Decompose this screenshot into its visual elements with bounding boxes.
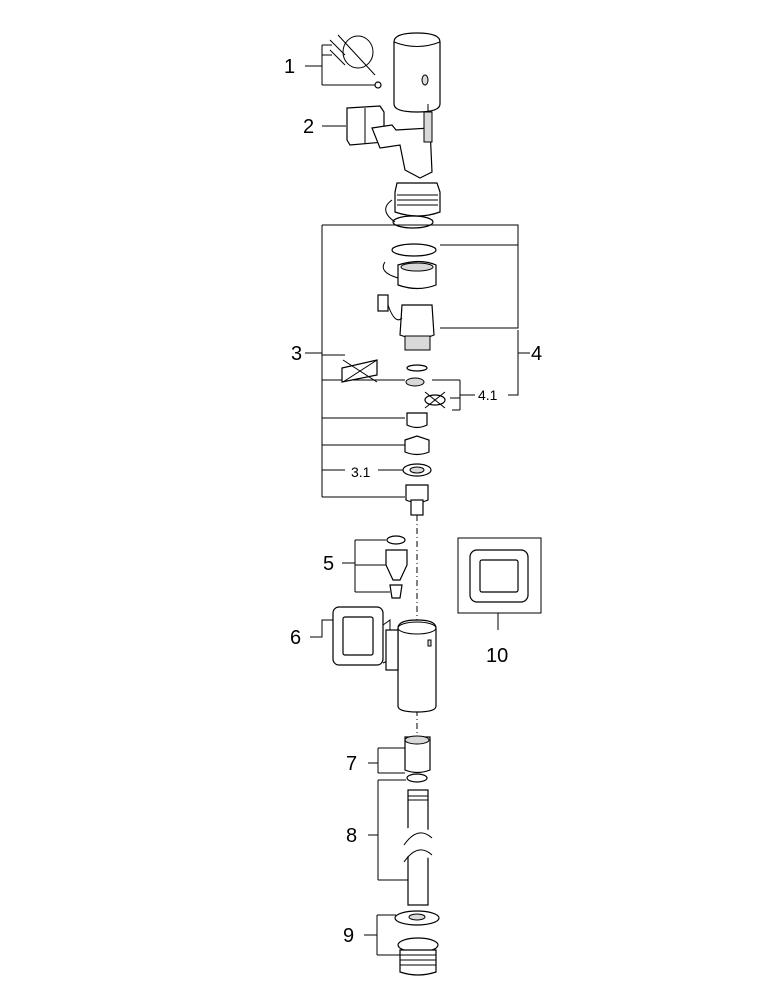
label-6: 6: [290, 627, 301, 649]
part-1-cover-cap: [329, 32, 441, 113]
label-4-1: 4.1: [478, 387, 498, 403]
part-8-pipe: [403, 773, 433, 906]
label-4: 4: [531, 343, 542, 365]
part-5-leader: [342, 539, 390, 593]
label-5: 5: [323, 553, 334, 575]
threaded-nut: [385, 182, 441, 229]
part-1-leader: [305, 44, 375, 86]
label-7: 7: [346, 753, 357, 775]
part-5-cartridge: [385, 535, 408, 599]
part-3-leader: [305, 224, 417, 498]
label-10: 10: [486, 645, 508, 667]
label-3: 3: [291, 343, 302, 365]
part-4-1-leader: [432, 379, 475, 411]
part-10-rosette-box: [457, 537, 542, 630]
part-6-rosette: [332, 606, 391, 666]
label-8: 8: [346, 825, 357, 847]
part-7-adapter: [404, 735, 431, 774]
part-4-leader: [417, 224, 530, 396]
part-2-battery-holder: [346, 104, 433, 179]
label-1: 1: [284, 56, 295, 78]
housing-body: [385, 619, 437, 713]
part-9-leader: [364, 914, 400, 956]
part-9-connector: [394, 910, 440, 976]
part-7-leader: [368, 747, 405, 774]
valve-components: [341, 243, 446, 516]
label-9: 9: [343, 925, 354, 947]
part-8-leader: [368, 779, 408, 881]
label-2: 2: [303, 116, 314, 138]
part-6-leader: [310, 619, 333, 638]
label-3-1: 3.1: [351, 464, 371, 480]
